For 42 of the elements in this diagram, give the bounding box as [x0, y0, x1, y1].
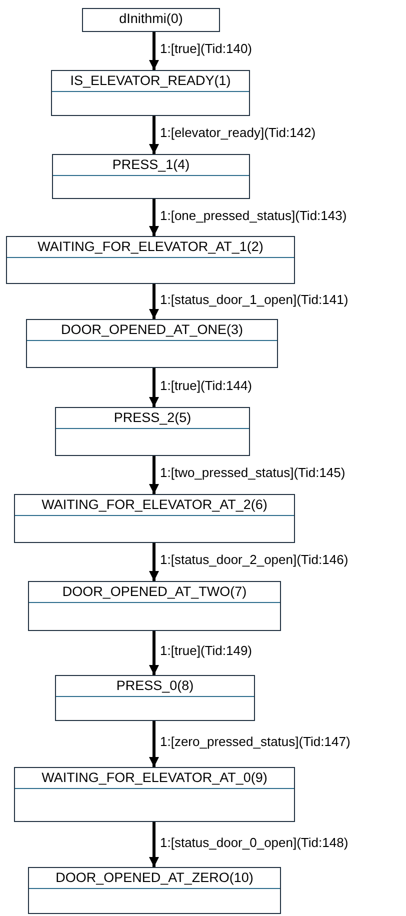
state-name: WAITING_FOR_ELEVATOR_AT_1(2): [36, 238, 264, 256]
state-box: [6, 236, 295, 284]
state-name: WAITING_FOR_ELEVATOR_AT_0(9): [40, 769, 268, 787]
arrow: [148, 199, 160, 236]
arrow: [148, 543, 160, 581]
state-box: [55, 407, 250, 456]
edge-label: 1:[true](Tid:149): [160, 643, 252, 659]
state-name: dInithmi(0): [118, 10, 184, 28]
state-box: [82, 8, 220, 32]
arrow: [148, 721, 160, 767]
arrow: [148, 822, 160, 867]
arrow: [148, 284, 160, 319]
state-name: PRESS_0(8): [115, 677, 195, 695]
edge-label: 1:[true](Tid:144): [160, 378, 252, 394]
state-box: [14, 494, 295, 543]
edge-label: 1:[elevator_ready](Tid:142): [160, 125, 316, 141]
state-name: DOOR_OPENED_AT_ONE(3): [60, 321, 244, 339]
edge-label: 1:[status_door_1_open](Tid:141): [160, 292, 348, 308]
state-box: [26, 319, 278, 368]
edge-label: 1:[two_pressed_status](Tid:145): [160, 465, 346, 481]
state-name: DOOR_OPENED_AT_ZERO(10): [54, 869, 254, 887]
state-box: [51, 70, 250, 116]
state-box: [55, 675, 255, 721]
state-box: [52, 154, 250, 199]
edge-label: 1:[status_door_2_open](Tid:146): [160, 552, 348, 568]
state-box: [14, 767, 295, 822]
arrow: [148, 456, 160, 494]
state-box: [28, 867, 281, 914]
state-name: WAITING_FOR_ELEVATOR_AT_2(6): [40, 496, 268, 514]
edge-label: 1:[zero_pressed_status](Tid:147): [160, 734, 350, 750]
state-name: PRESS_1(4): [111, 156, 191, 174]
state-name: PRESS_2(5): [112, 409, 192, 427]
edge-label: 1:[status_door_0_open](Tid:148): [160, 834, 348, 850]
state-name: IS_ELEVATOR_READY(1): [69, 72, 232, 90]
arrow: [148, 631, 160, 675]
edge-label: 1:[true](Tid:140): [160, 41, 252, 57]
edge-label: 1:[one_pressed_status](Tid:143): [160, 208, 347, 224]
state-box: [28, 581, 281, 631]
state-name: DOOR_OPENED_AT_TWO(7): [61, 583, 248, 601]
arrow: [148, 32, 160, 70]
arrow: [148, 368, 160, 407]
arrow: [148, 116, 160, 154]
